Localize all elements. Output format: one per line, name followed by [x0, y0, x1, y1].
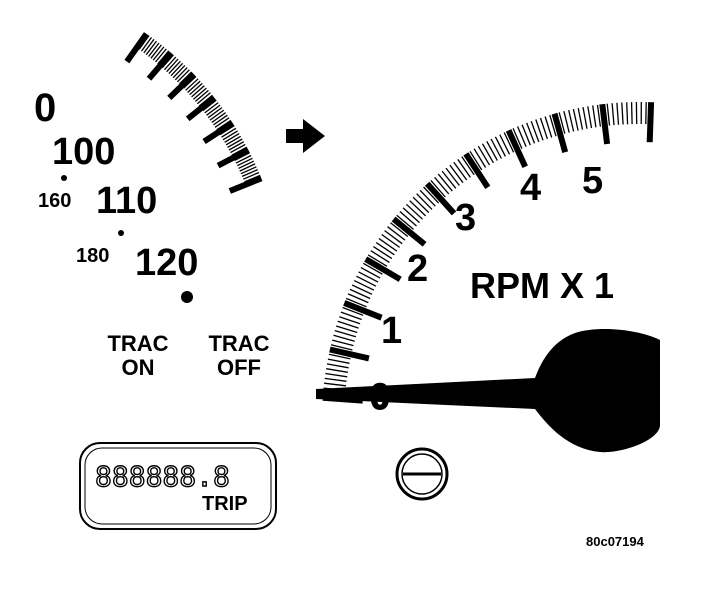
tach-minor-tick: [583, 107, 587, 129]
tachometer-labels: 1 2 3 4 5: [381, 160, 603, 352]
odometer-trip-label: TRIP: [202, 493, 248, 515]
tach-minor-tick: [454, 162, 467, 180]
tach-minor-tick: [328, 359, 350, 363]
tach-major-tick: [602, 104, 607, 144]
tach-label-3: 3: [455, 197, 476, 239]
tach-minor-tick: [573, 109, 578, 131]
tach-minor-tick: [350, 289, 370, 298]
tach-major-tick: [650, 102, 651, 142]
speedometer-labels: 0 100 110 120 160 180: [34, 86, 198, 284]
tach-label-5: 5: [582, 160, 603, 202]
speedo-minor-tick: [240, 164, 255, 171]
tach-minor-tick: [438, 174, 452, 191]
tach-minor-tick: [491, 139, 501, 159]
tach-minor-tick: [442, 171, 456, 188]
speedo-label-110: 110: [96, 180, 157, 222]
tach-minor-tick: [376, 243, 394, 255]
figure-code: 80c07194: [586, 534, 645, 549]
tach-minor-tick: [382, 235, 400, 248]
tach-label-2: 2: [407, 248, 428, 290]
tach-minor-tick: [593, 106, 596, 128]
tach-minor-tick: [403, 208, 419, 223]
reset-knob-icon[interactable]: [397, 449, 447, 499]
tach-minor-tick: [324, 383, 346, 386]
tach-major-tick: [330, 350, 369, 359]
odometer-digits: 888888.8: [95, 460, 230, 493]
tach-minor-tick: [627, 102, 628, 124]
speedo-label-100: 100: [52, 131, 115, 173]
tach-minor-tick: [632, 102, 633, 124]
odometer-display: 888888.8 TRIP: [80, 443, 276, 529]
tach-minor-tick: [356, 276, 376, 286]
speedo-dot-160: [61, 175, 67, 181]
tach-minor-tick: [607, 104, 609, 126]
tachometer-needle: [316, 329, 660, 452]
speedo-minor-tick: [241, 167, 257, 174]
tach-minor-tick: [417, 194, 432, 210]
tach-minor-tick: [518, 127, 527, 147]
trac-on-line1: TRAC: [107, 331, 168, 356]
tach-label-4: 4: [520, 167, 541, 209]
traction-indicator-dot: [181, 291, 193, 303]
tach-minor-tick: [483, 144, 494, 163]
speedo-minor-tick: [239, 161, 254, 168]
tach-minor-tick: [348, 294, 368, 303]
speedometer-tick-marks: [127, 34, 261, 191]
tach-minor-tick: [617, 103, 619, 125]
tach-minor-tick: [373, 247, 392, 259]
trac-off-line1: TRAC: [208, 331, 269, 356]
speedo-major-tick: [230, 178, 261, 191]
tach-major-tick: [466, 154, 488, 188]
speedo-label-0: 0: [34, 86, 56, 130]
trac-on-line2: ON: [122, 355, 155, 380]
speedo-minor-tick: [242, 170, 258, 177]
tach-minor-tick: [622, 103, 623, 125]
tach-minor-tick: [588, 106, 592, 128]
tach-minor-tick: [406, 204, 422, 219]
tach-minor-tick: [352, 285, 372, 294]
tach-minor-tick: [478, 146, 489, 165]
tach-minor-tick: [495, 137, 505, 157]
tach-minor-tick: [327, 364, 349, 368]
speedo-major-tick: [218, 150, 248, 166]
tach-minor-tick: [564, 111, 569, 132]
speedo-secondary-160: 160: [38, 190, 71, 212]
speedo-secondary-180: 180: [76, 245, 109, 267]
right-arrow-icon: [286, 119, 325, 153]
tach-minor-tick: [578, 108, 582, 130]
tach-minor-tick: [379, 239, 397, 252]
tach-minor-tick: [354, 281, 374, 291]
tach-minor-tick: [446, 168, 459, 185]
tach-minor-tick: [359, 272, 379, 282]
tach-minor-tick: [332, 340, 353, 346]
traction-on-label: TRAC ON: [107, 331, 168, 380]
tach-minor-tick: [500, 135, 510, 155]
tach-minor-tick: [385, 231, 403, 244]
tach-major-tick: [555, 114, 566, 153]
tach-minor-tick: [410, 201, 426, 216]
tach-minor-tick: [569, 110, 574, 131]
tach-label-0: 0: [370, 376, 390, 417]
tach-minor-tick: [325, 374, 347, 377]
tach-minor-tick: [325, 378, 347, 381]
traction-off-label: TRAC OFF: [208, 331, 269, 380]
tach-major-tick: [366, 259, 401, 279]
speedo-label-120: 120: [135, 242, 198, 284]
trac-off-line2: OFF: [217, 355, 261, 380]
tach-label-1: 1: [381, 310, 402, 352]
tach-minor-tick: [326, 369, 348, 373]
tach-minor-tick: [450, 165, 463, 183]
tach-minor-tick: [487, 141, 498, 160]
tach-minor-tick: [413, 197, 429, 212]
rpm-unit-label: RPM X 1: [470, 265, 614, 306]
speedo-dot-180: [118, 230, 124, 236]
tach-minor-tick: [612, 103, 614, 125]
